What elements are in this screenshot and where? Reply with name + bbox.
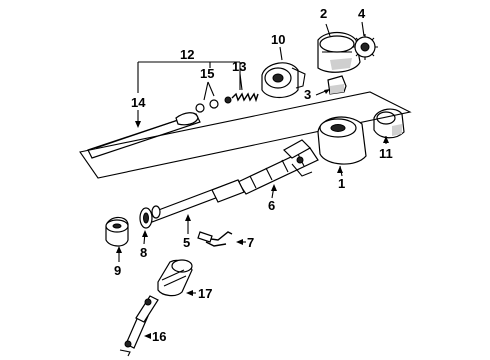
- retainer: [195, 81, 232, 113]
- spring: [231, 73, 259, 103]
- callout-10: 10: [271, 32, 285, 47]
- reference-frame: [79, 91, 412, 179]
- ring-gear: [352, 21, 378, 60]
- steering-shaft: [147, 179, 245, 234]
- callout-3: 3: [304, 87, 311, 102]
- callout-4: 4: [358, 6, 366, 21]
- callout-1: 1: [338, 176, 345, 191]
- callout-7: 7: [247, 235, 254, 250]
- callout-16: 16: [152, 329, 166, 344]
- shaft-assembly-bracket: [137, 61, 241, 93]
- switch: [315, 75, 347, 96]
- shift-tube: [237, 139, 319, 199]
- turn-signal-housing: [261, 46, 306, 99]
- wire-harness: [197, 231, 246, 247]
- callout-2: 2: [320, 6, 327, 21]
- callout-9: 9: [114, 263, 121, 278]
- callout-14: 14: [131, 95, 146, 110]
- coupling-boot: [157, 259, 196, 297]
- callout-6: 6: [268, 198, 275, 213]
- lock-housing-cover: [317, 23, 361, 73]
- callout-8: 8: [140, 245, 147, 260]
- intermediate-shaft: [119, 295, 159, 357]
- callout-15: 15: [200, 66, 214, 81]
- callout-labels: 2 4 10 12 15 13 3 14 11 1 6 5 7 8 9 17 1…: [114, 6, 393, 344]
- bearing: [139, 205, 161, 245]
- steering-column-housing: [317, 116, 367, 177]
- shaft: [87, 110, 201, 159]
- callout-17: 17: [198, 286, 212, 301]
- adapter: [105, 216, 129, 262]
- callout-12: 12: [180, 47, 194, 62]
- callout-11: 11: [379, 146, 393, 161]
- bracket: [373, 108, 405, 144]
- callout-5: 5: [183, 235, 190, 250]
- callout-13: 13: [232, 59, 246, 74]
